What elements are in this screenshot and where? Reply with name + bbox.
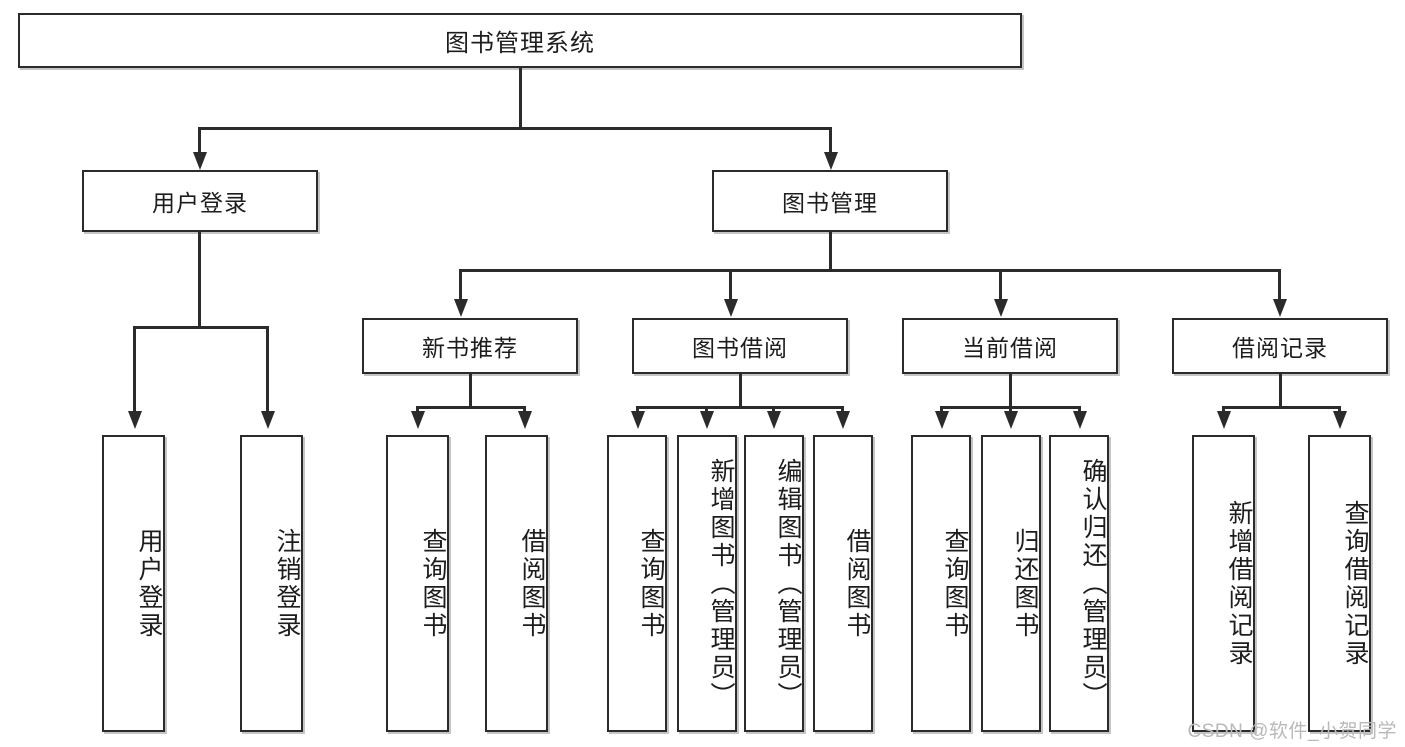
connector-drop-leaf-13	[1338, 406, 1341, 414]
node-label: 新增图书（管理员）	[707, 457, 735, 710]
node-label: 图书借阅	[692, 335, 788, 361]
node-label: 确认归还（管理员）	[1079, 457, 1107, 710]
connector-drop-current-borrow	[999, 269, 1002, 301]
connector-drop-leaf-4	[523, 406, 526, 414]
arrow-book-borrow	[724, 299, 738, 317]
arrow-new-book-rec	[454, 299, 468, 317]
connector-drop-borrow-record	[1278, 269, 1281, 301]
arrow-leaf-5	[631, 411, 645, 429]
connector-drop-leaf-5	[636, 406, 639, 414]
node-book-manage[interactable]: 图书管理	[712, 170, 948, 232]
node-leaf-return-book[interactable]: 归还图书	[981, 435, 1041, 732]
node-label: 归还图书	[1011, 527, 1039, 640]
arrow-leaf-11	[1073, 411, 1087, 429]
node-current-borrow[interactable]: 当前借阅	[902, 318, 1118, 374]
node-leaf-add-borrow-record[interactable]: 新增借阅记录	[1192, 435, 1255, 732]
node-leaf-logout[interactable]: 注销登录	[240, 435, 303, 732]
arrow-leaf-3	[411, 411, 425, 429]
connector-level2-bus	[459, 269, 1281, 272]
node-label: 当前借阅	[962, 335, 1058, 361]
arrow-leaf-7	[767, 411, 781, 429]
node-leaf-add-book-admin[interactable]: 新增图书（管理员）	[677, 435, 737, 732]
node-book-borrow[interactable]: 图书借阅	[632, 318, 848, 374]
node-user-login[interactable]: 用户登录	[82, 170, 318, 232]
connector-borrow-record-stem	[1279, 374, 1282, 408]
node-borrow-record[interactable]: 借阅记录	[1172, 318, 1388, 374]
node-label: 新书推荐	[422, 335, 518, 361]
node-label: 图书管理	[782, 190, 878, 216]
arrow-current-borrow	[994, 299, 1008, 317]
node-label: 借阅记录	[1232, 335, 1328, 361]
connector-book-borrow-bus	[636, 406, 844, 409]
node-leaf-query-book-borrow[interactable]: 查询图书	[607, 435, 667, 732]
connector-borrow-record-bus	[1222, 406, 1341, 409]
connector-drop-book-borrow	[729, 269, 732, 301]
connector-book-borrow-stem	[739, 374, 742, 408]
connector-drop-leaf-12	[1222, 406, 1225, 414]
node-leaf-query-book-rec[interactable]: 查询图书	[386, 435, 449, 732]
connector-drop-leaf-11	[1078, 406, 1081, 414]
node-new-book-rec[interactable]: 新书推荐	[362, 318, 578, 374]
arrow-book-manage	[824, 152, 838, 170]
node-label: 用户登录	[152, 190, 248, 216]
arrow-user-login	[193, 152, 207, 170]
arrow-leaf-13	[1333, 411, 1347, 429]
connector-drop-leaf-7	[772, 406, 775, 414]
arrow-leaf-8	[836, 411, 850, 429]
node-label: 借阅图书	[518, 527, 546, 640]
arrow-leaf-2	[261, 411, 275, 429]
node-label: 图书管理系统	[445, 30, 595, 57]
connector-drop-leaf-8	[841, 406, 844, 414]
node-label: 编辑图书（管理员）	[774, 457, 802, 710]
connector-drop-leaf-1	[133, 326, 136, 414]
node-label: 查询图书	[419, 527, 447, 640]
connector-drop-leaf-10	[1009, 406, 1012, 414]
node-leaf-borrow-book-rec[interactable]: 借阅图书	[485, 435, 548, 732]
connector-drop-leaf-9	[940, 406, 943, 414]
connector-root-stem	[519, 68, 522, 129]
node-label: 注销登录	[273, 527, 301, 640]
arrow-borrow-record	[1273, 299, 1287, 317]
connector-user-login-stem	[198, 232, 201, 328]
node-label: 查询图书	[941, 527, 969, 640]
connector-user-login-bus	[133, 326, 269, 329]
node-leaf-user-login[interactable]: 用户登录	[102, 435, 165, 732]
connector-current-borrow-stem	[1009, 374, 1012, 408]
arrow-leaf-12	[1217, 411, 1231, 429]
connector-level1-bus	[198, 127, 832, 130]
connector-drop-new-book-rec	[459, 269, 462, 301]
node-label: 借阅图书	[843, 527, 871, 640]
arrow-leaf-6	[700, 411, 714, 429]
node-leaf-borrow-book[interactable]: 借阅图书	[813, 435, 873, 732]
node-label: 新增借阅记录	[1225, 499, 1253, 668]
connector-new-book-rec-stem	[469, 374, 472, 408]
connector-new-book-rec-bus	[416, 406, 526, 409]
node-label: 查询借阅记录	[1341, 499, 1369, 668]
node-label: 查询图书	[637, 527, 665, 640]
arrow-leaf-4	[518, 411, 532, 429]
node-leaf-edit-book-admin[interactable]: 编辑图书（管理员）	[744, 435, 804, 732]
connector-drop-leaf-6	[705, 406, 708, 414]
connector-book-manage-stem	[829, 232, 832, 271]
connector-drop-leaf-2	[266, 326, 269, 414]
connector-drop-leaf-3	[416, 406, 419, 414]
connector-drop-user-login	[198, 127, 201, 155]
arrow-leaf-9	[935, 411, 949, 429]
node-root-book-management-system[interactable]: 图书管理系统	[18, 13, 1022, 68]
node-leaf-confirm-return-admin[interactable]: 确认归还（管理员）	[1049, 435, 1109, 732]
node-label: 用户登录	[135, 527, 163, 640]
node-leaf-query-borrow-record[interactable]: 查询借阅记录	[1308, 435, 1371, 732]
arrow-leaf-10	[1004, 411, 1018, 429]
connector-drop-book-manage	[829, 127, 832, 155]
arrow-leaf-1	[128, 411, 142, 429]
node-leaf-query-book-current[interactable]: 查询图书	[911, 435, 971, 732]
